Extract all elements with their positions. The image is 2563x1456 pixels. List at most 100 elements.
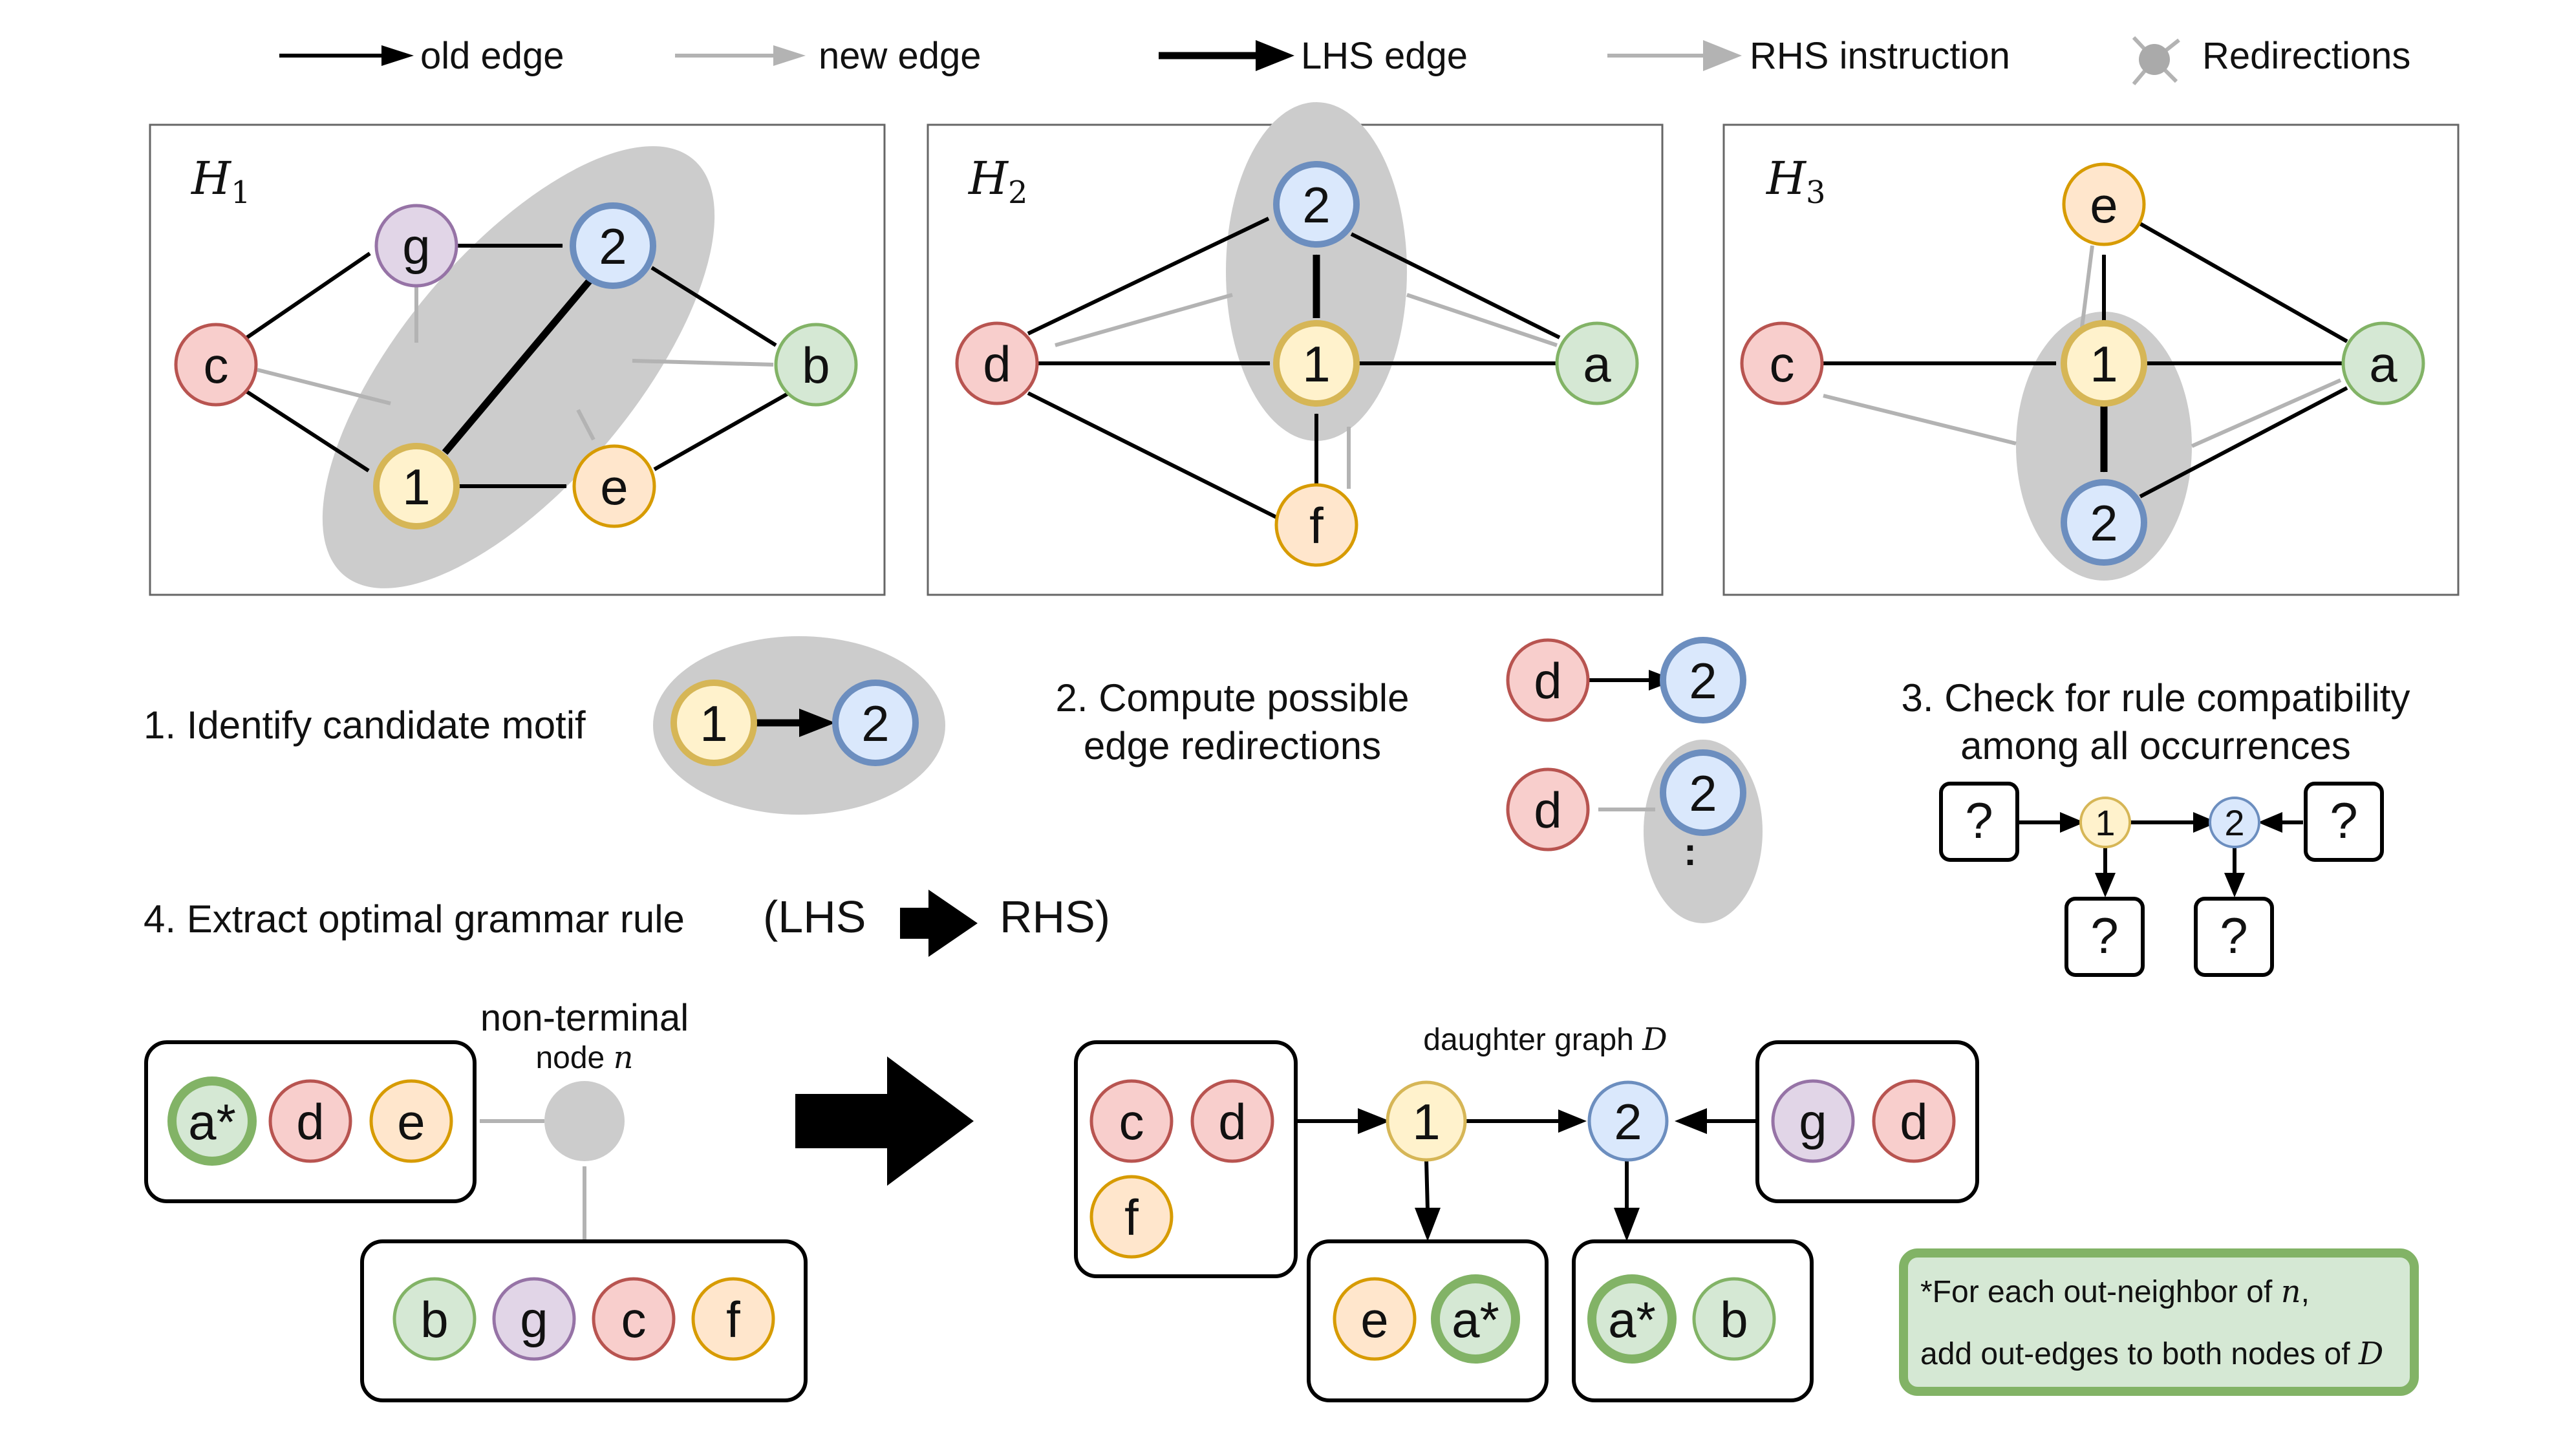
redir-node-d-2: d: [1506, 767, 1590, 851]
footnote-line2: add out-edges to both nodes of D: [1920, 1336, 2383, 1372]
panel-h3-title: H3: [1765, 152, 1826, 211]
lhs-out-node-d: d: [268, 1079, 352, 1163]
svg-text:?: ?: [2220, 907, 2247, 964]
step-3: 3. Check for rule compatibility among al…: [1902, 676, 2410, 977]
h2-node-f: f: [1274, 483, 1358, 567]
svg-text:a*: a*: [1452, 1291, 1499, 1348]
legend-rhs-instruction: RHS instruction: [1607, 35, 2010, 77]
svg-text:f: f: [726, 1291, 740, 1348]
redir-node-d-1: d: [1506, 638, 1590, 722]
h1-node-g: g: [374, 204, 458, 288]
legend-redirections-label: Redirections: [2202, 35, 2410, 77]
compat-node-1: 1: [2079, 797, 2131, 848]
svg-text:1: 1: [1412, 1093, 1440, 1150]
svg-text:e: e: [2090, 177, 2118, 233]
h3-node-c: c: [1740, 321, 1824, 405]
footnote-line1: *For each out-neighbor of n,: [1920, 1274, 2310, 1310]
svg-text:c: c: [1119, 1093, 1144, 1150]
svg-text:e: e: [1360, 1291, 1388, 1348]
rhs-left-node-f: f: [1089, 1175, 1174, 1259]
compat-unknown-left: ?: [1939, 782, 2019, 862]
rhs-paren-label: RHS): [1000, 892, 1110, 942]
svg-text:2: 2: [861, 695, 889, 752]
svg-text:c: c: [621, 1291, 647, 1348]
step-4: 4. Extract optimal grammar rule (LHS RHS…: [144, 890, 1110, 957]
svg-text:2: 2: [1689, 765, 1717, 822]
rhs-node-1: 1: [1386, 1080, 1467, 1162]
lhs-in-node-c: c: [592, 1277, 676, 1361]
h2-node-2: 2: [1273, 161, 1360, 248]
svg-text:?: ?: [2090, 907, 2118, 964]
svg-text:2: 2: [599, 218, 627, 275]
svg-text:1: 1: [2095, 802, 2115, 843]
svg-text:d: d: [1534, 652, 1561, 709]
svg-text:b: b: [420, 1291, 448, 1348]
rhs-out1-node-a-star: a*: [1431, 1274, 1520, 1364]
legend-lhs-edge: LHS edge: [1159, 35, 1468, 77]
footnote-box: *For each out-neighbor of n, add out-edg…: [1899, 1248, 2419, 1396]
rhs-rule: daughter graph D c d f g d 1 2 e a* a* b: [1074, 1022, 1979, 1402]
rhs-left-node-c: c: [1089, 1079, 1174, 1163]
lhs-in-node-f: f: [691, 1277, 775, 1361]
step-2-label-line2: edge redirections: [1084, 724, 1381, 767]
lhs-rule: non-terminal node n a* d e b g c f: [144, 997, 808, 1402]
svg-text:1: 1: [402, 458, 430, 515]
svg-text:g: g: [520, 1291, 548, 1348]
svg-text:d: d: [983, 336, 1011, 392]
panel-h2-title: H2: [967, 152, 1028, 211]
h3-node-2: 2: [2061, 479, 2147, 566]
lhs-out-node-e: e: [369, 1079, 453, 1163]
legend-old-edge-label: old edge: [420, 35, 564, 77]
svg-text:2: 2: [2090, 495, 2118, 551]
svg-text:e: e: [397, 1093, 425, 1150]
step-1-label: 1. Identify candidate motif: [144, 703, 586, 747]
lhs-out-node-a-star: a*: [167, 1076, 257, 1166]
lhs-in-node-g: g: [492, 1277, 576, 1361]
redirection-icon: [2132, 36, 2180, 85]
svg-text:2: 2: [1302, 177, 1330, 233]
panel-h2: H2 d 2 1 a f: [927, 102, 1664, 596]
nonterminal-label-line2: node n: [535, 1040, 633, 1076]
svg-text:g: g: [1799, 1093, 1827, 1150]
svg-text:c: c: [204, 337, 229, 394]
motif-node-2: 2: [832, 680, 919, 766]
svg-text:1: 1: [1302, 336, 1330, 392]
svg-text:2: 2: [2224, 802, 2244, 843]
svg-text:a: a: [1583, 336, 1611, 392]
svg-text:a*: a*: [1608, 1291, 1656, 1348]
nonterminal-node: [544, 1081, 625, 1161]
redir-node-2-2: 2: [1660, 749, 1746, 836]
h1-node-2: 2: [570, 202, 656, 289]
compat-unknown-right: ?: [2304, 782, 2384, 862]
svg-text:a: a: [2369, 336, 2397, 392]
svg-text:e: e: [600, 458, 628, 515]
redir-colon: :: [1684, 830, 1697, 873]
step-2-label-line1: 2. Compute possible: [1056, 676, 1410, 720]
legend-lhs-edge-label: LHS edge: [1301, 35, 1468, 77]
svg-text:2: 2: [1614, 1093, 1642, 1150]
svg-text:b: b: [802, 337, 830, 394]
h2-node-d: d: [955, 321, 1039, 405]
step-3-label-line1: 3. Check for rule compatibility: [1902, 676, 2410, 720]
h3-node-a: a: [2341, 321, 2425, 405]
svg-text:1: 1: [2090, 336, 2118, 392]
step-3-label-line2: among all occurrences: [1960, 724, 2351, 767]
rhs-node-2: 2: [1587, 1080, 1669, 1162]
step-4-label: 4. Extract optimal grammar rule: [144, 897, 685, 941]
lhs-in-node-b: b: [392, 1277, 477, 1361]
legend: old edge new edge LHS edge RHS instructi…: [279, 35, 2410, 85]
svg-text:1: 1: [700, 695, 727, 752]
lhs-rhs-arrow-icon: [900, 890, 978, 957]
rhs-right-node-d: d: [1872, 1079, 1956, 1163]
legend-redirections: Redirections: [2132, 35, 2410, 85]
h3-node-1: 1: [2061, 320, 2147, 407]
rhs-right-node-g: g: [1771, 1079, 1855, 1163]
panel-h1-title: H1: [190, 152, 251, 211]
lhs-in-neighbor-box: [360, 1239, 808, 1402]
rhs-out2-node-a-star: a*: [1587, 1274, 1677, 1364]
svg-text:d: d: [1218, 1093, 1246, 1150]
compat-unknown-bottom-right: ?: [2194, 897, 2274, 977]
svg-text:g: g: [402, 218, 430, 275]
svg-text:f: f: [1309, 497, 1324, 554]
